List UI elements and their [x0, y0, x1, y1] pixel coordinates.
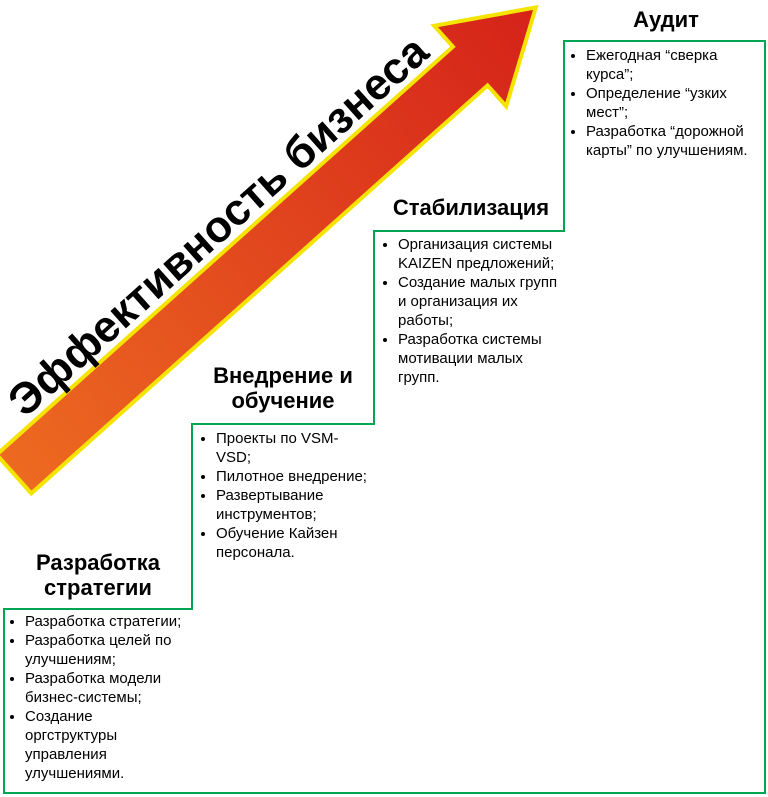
- bullet-item: Ежегодная “сверка курса”;: [586, 46, 764, 84]
- bullet-item: Создание малых групп и организация их ра…: [398, 273, 566, 330]
- growth-arrow: [0, 4, 539, 497]
- bullet-item: Определение “узких мест”;: [586, 84, 764, 122]
- stage-list-stabilization: Организация системы KAIZEN предложений; …: [378, 235, 566, 387]
- bullet-item: Организация системы KAIZEN предложений;: [398, 235, 566, 273]
- stage-list-implementation: Проекты по VSM-VSD; Пилотное внедрение; …: [196, 429, 372, 562]
- bullet-item: Разработка стратегии;: [25, 612, 188, 631]
- bullet-item: Разработка целей по улучшениям;: [25, 631, 188, 669]
- bullet-item: Создание оргструктуры управления улучшен…: [25, 707, 188, 783]
- bullet-item: Пилотное внедрение;: [216, 467, 372, 486]
- bullet-item: Проекты по VSM-VSD;: [216, 429, 372, 467]
- bullet-item: Разработка “дорожной карты” по улучшения…: [586, 122, 764, 160]
- staircase-step-outline: [3, 40, 766, 794]
- bullet-item: Обучение Кайзен персонала.: [216, 524, 372, 562]
- stage-title-stabilization: Стабилизация: [392, 195, 550, 220]
- bullet-item: Развертывание инструментов;: [216, 486, 372, 524]
- stage-title-audit: Аудит: [633, 7, 699, 32]
- stage-list-audit: Ежегодная “сверка курса”; Определение “у…: [566, 46, 764, 160]
- stage-list-strategy: Разработка стратегии; Разработка целей п…: [5, 612, 188, 783]
- bullet-item: Разработка модели бизнес-системы;: [25, 669, 188, 707]
- stage-title-implementation: Внедрение и обучение: [213, 363, 353, 413]
- stage-title-strategy: Разработка стратегии: [36, 550, 160, 600]
- bullet-item: Разработка системы мотивации малых групп…: [398, 330, 566, 387]
